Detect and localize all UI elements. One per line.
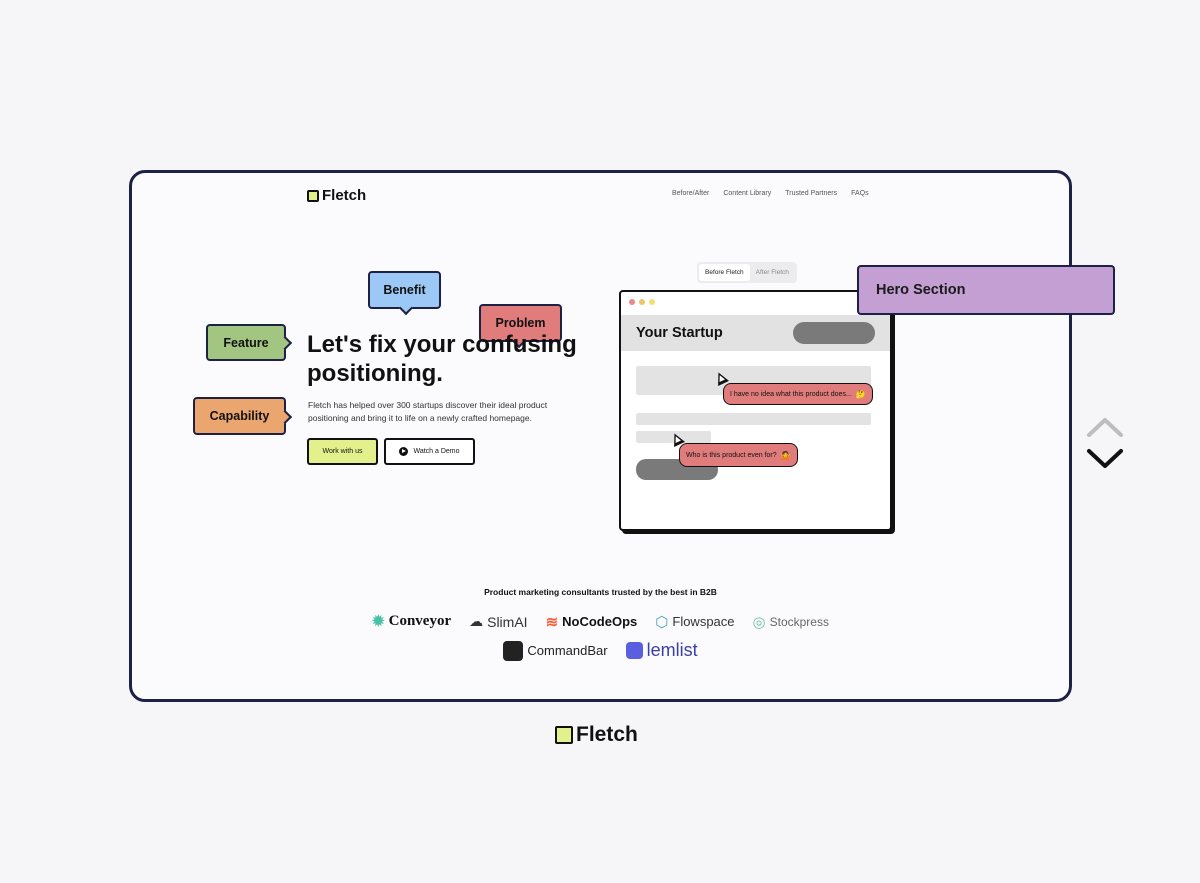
maximize-dot-icon	[649, 299, 655, 305]
confused-quote-2: Who is this product even for? 🤷	[679, 443, 798, 467]
flowspace-logo: ⬡ Flowspace	[655, 613, 734, 631]
commandbar-logo: CommandBar	[503, 640, 608, 661]
chevron-up-icon[interactable]	[1086, 417, 1124, 437]
lemlist-logo: lemlist	[625, 640, 698, 661]
top-nav: Before/After Content Library Trusted Par…	[672, 190, 869, 197]
nav-faqs[interactable]: FAQs	[851, 190, 869, 197]
commandbar-label: CommandBar	[527, 643, 608, 658]
lemlist-icon	[625, 642, 643, 659]
benefit-tag: Benefit	[368, 271, 441, 309]
nav-content-library[interactable]: Content Library	[723, 190, 772, 197]
client-logos-row-1: ✹ Conveyor ☁ SlimAI ≋ NoCodeOps ⬡ Flowsp…	[132, 612, 1069, 631]
stockpress-label: Stockpress	[769, 614, 829, 629]
chevron-down-icon[interactable]	[1086, 448, 1124, 468]
nocodeops-logo: ≋ NoCodeOps	[546, 613, 638, 631]
toggle-before-fletch[interactable]: Before Fletch	[699, 264, 750, 281]
trusted-heading: Product marketing consultants trusted by…	[484, 587, 717, 597]
nocodeops-label: NoCodeOps	[562, 614, 638, 629]
toggle-after-fletch[interactable]: After Fletch	[755, 269, 789, 276]
flowspace-label: Flowspace	[672, 614, 735, 629]
conveyor-label: Conveyor	[388, 613, 452, 629]
hero-section-label: Hero Section	[857, 265, 1115, 315]
before-after-toggle: Before Fletch After Fletch	[697, 262, 797, 283]
mockup-header-pill	[793, 322, 875, 344]
client-logos-row-2: CommandBar lemlist	[132, 640, 1069, 661]
cloud-icon: ☁	[469, 613, 484, 629]
watch-demo-label: Watch a Demo	[413, 448, 460, 455]
window-dots	[629, 299, 655, 305]
problem-tag: Problem	[479, 304, 562, 342]
capability-tag: Capability	[193, 397, 286, 435]
logo-square-icon	[307, 189, 319, 202]
hero-headline: Let's fix your confusing positioning.	[307, 331, 577, 387]
startup-mockup: Your Startup I have no idea what this pr…	[619, 290, 892, 531]
hero-subtext: Fletch has helped over 300 startups disc…	[308, 400, 548, 423]
commandbar-icon	[503, 640, 524, 661]
stockpress-logo: ◎ Stockpress	[753, 613, 829, 631]
placeholder-bar	[636, 413, 871, 425]
footer-logo-text: Fletch	[576, 723, 638, 746]
close-dot-icon	[629, 299, 635, 305]
play-icon	[399, 447, 409, 456]
feature-tag: Feature	[206, 324, 286, 361]
work-with-us-button[interactable]: Work with us	[307, 438, 378, 465]
mockup-header: Your Startup	[621, 315, 890, 351]
mockup-title: Your Startup	[636, 325, 723, 341]
footer-fletch-logo: Fletch	[555, 723, 638, 747]
logo-square-icon	[555, 726, 573, 744]
fletch-logo[interactable]: Fletch	[307, 187, 366, 204]
lemlist-label: lemlist	[646, 640, 698, 660]
slimai-label: SlimAI	[487, 613, 528, 630]
nav-before-after[interactable]: Before/After	[672, 190, 710, 197]
nav-trusted-partners[interactable]: Trusted Partners	[785, 190, 838, 197]
minimize-dot-icon	[639, 299, 645, 305]
work-with-us-label: Work with us	[322, 448, 363, 455]
nocodeops-icon: ≋	[545, 613, 559, 631]
conveyor-logo: ✹ Conveyor	[372, 612, 451, 631]
shrug-emoji-icon: 🤷	[780, 450, 791, 460]
confused-quote-1: I have no idea what this product does...…	[723, 383, 873, 405]
stockpress-icon: ◎	[752, 613, 766, 631]
logo-text: Fletch	[322, 187, 367, 204]
website-preview-frame: Fletch Before/After Content Library Trus…	[129, 170, 1072, 702]
watch-demo-button[interactable]: Watch a Demo	[384, 438, 475, 465]
thinking-emoji-icon: 🤔	[855, 389, 866, 399]
slimai-logo: ☁ SlimAI	[469, 613, 527, 630]
flowspace-icon: ⬡	[655, 613, 669, 631]
conveyor-star-icon: ✹	[372, 614, 385, 630]
quote-2-text: Who is this product even for?	[686, 451, 777, 459]
quote-1-text: I have no idea what this product does...	[730, 390, 852, 398]
